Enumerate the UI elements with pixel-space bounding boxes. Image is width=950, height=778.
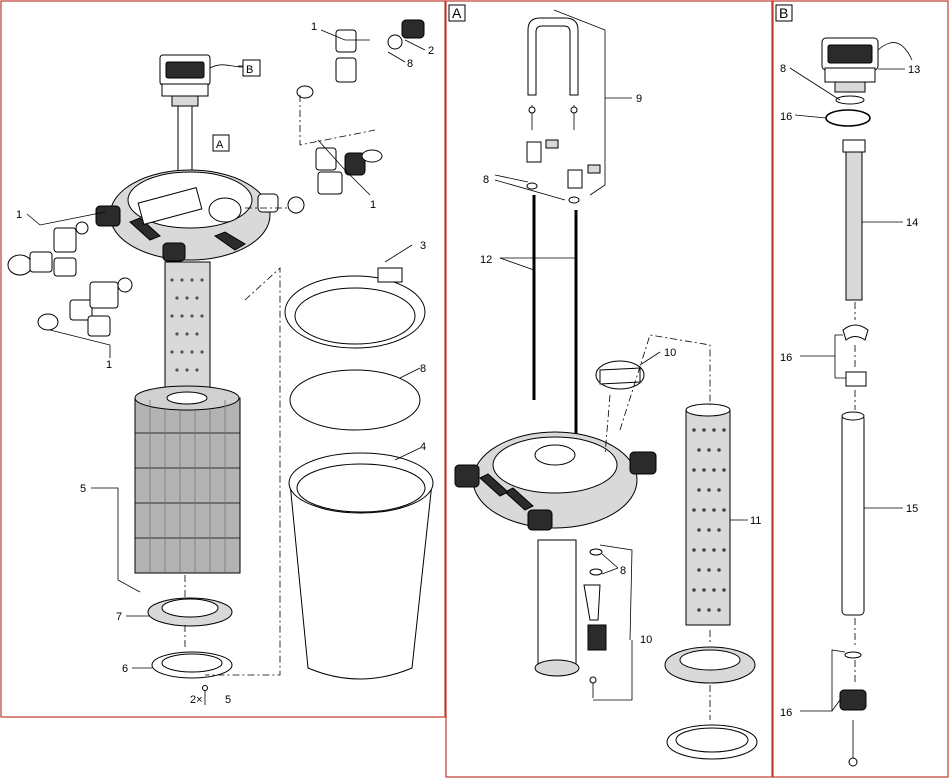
label-10-knob: 10	[664, 347, 676, 359]
label-16-clip: 16	[780, 352, 792, 364]
hose-connectors-top-right	[287, 19, 425, 214]
label-screw-qty: 2×	[190, 694, 203, 706]
hose-connectors-left	[7, 221, 133, 337]
filter-foam-stack	[134, 385, 241, 574]
label-8-b: 8	[780, 63, 786, 75]
label-15: 15	[906, 503, 918, 515]
label-12: 12	[480, 254, 492, 266]
label-7: 7	[116, 611, 122, 623]
foam-base-ring	[147, 597, 233, 627]
label-8-top: 8	[407, 58, 413, 70]
label-6: 6	[122, 663, 128, 675]
label-5: 5	[80, 483, 86, 495]
label-14: 14	[906, 217, 918, 229]
label-8-handle: 8	[483, 174, 489, 186]
label-1-right: 1	[370, 199, 376, 211]
handle-screws	[526, 105, 601, 189]
label-4: 4	[420, 441, 426, 453]
label-11: 11	[750, 515, 761, 527]
perforated-core-tube	[164, 261, 211, 403]
uvc-unit-top	[159, 54, 249, 177]
label-5-screw: 5	[225, 694, 231, 706]
label-8-valve: 8	[620, 565, 626, 577]
bottom-ring	[151, 651, 233, 679]
callout-a-label: A	[216, 139, 224, 151]
label-9: 9	[636, 93, 642, 105]
panel-a-tag: A	[452, 5, 462, 21]
filter-lid	[95, 169, 279, 262]
callout-b-label: B	[246, 64, 253, 76]
label-16-bottom: 16	[780, 707, 792, 719]
label-8-ring: 8	[420, 363, 426, 375]
label-2: 2	[428, 45, 434, 57]
label-16-oring: 16	[780, 111, 792, 123]
label-10-valve: 10	[640, 634, 652, 646]
filter-housing	[284, 267, 434, 680]
panel-b-uvc-assembly: B	[775, 4, 920, 767]
panel-a-lid-assembly: A	[448, 4, 761, 760]
label-3: 3	[420, 240, 426, 252]
label-1-bottom: 1	[106, 359, 112, 371]
label-1-left: 1	[16, 209, 22, 221]
assembly-guides	[184, 95, 376, 676]
label-13: 13	[908, 64, 920, 76]
leader-lines-left	[26, 29, 426, 669]
panel-b-tag: B	[779, 5, 788, 21]
label-1-top: 1	[311, 21, 317, 33]
main-filter-assembly: 1 2 8 1 1 1 3 8 4 5 7 6 2× 5 A B	[7, 19, 434, 706]
